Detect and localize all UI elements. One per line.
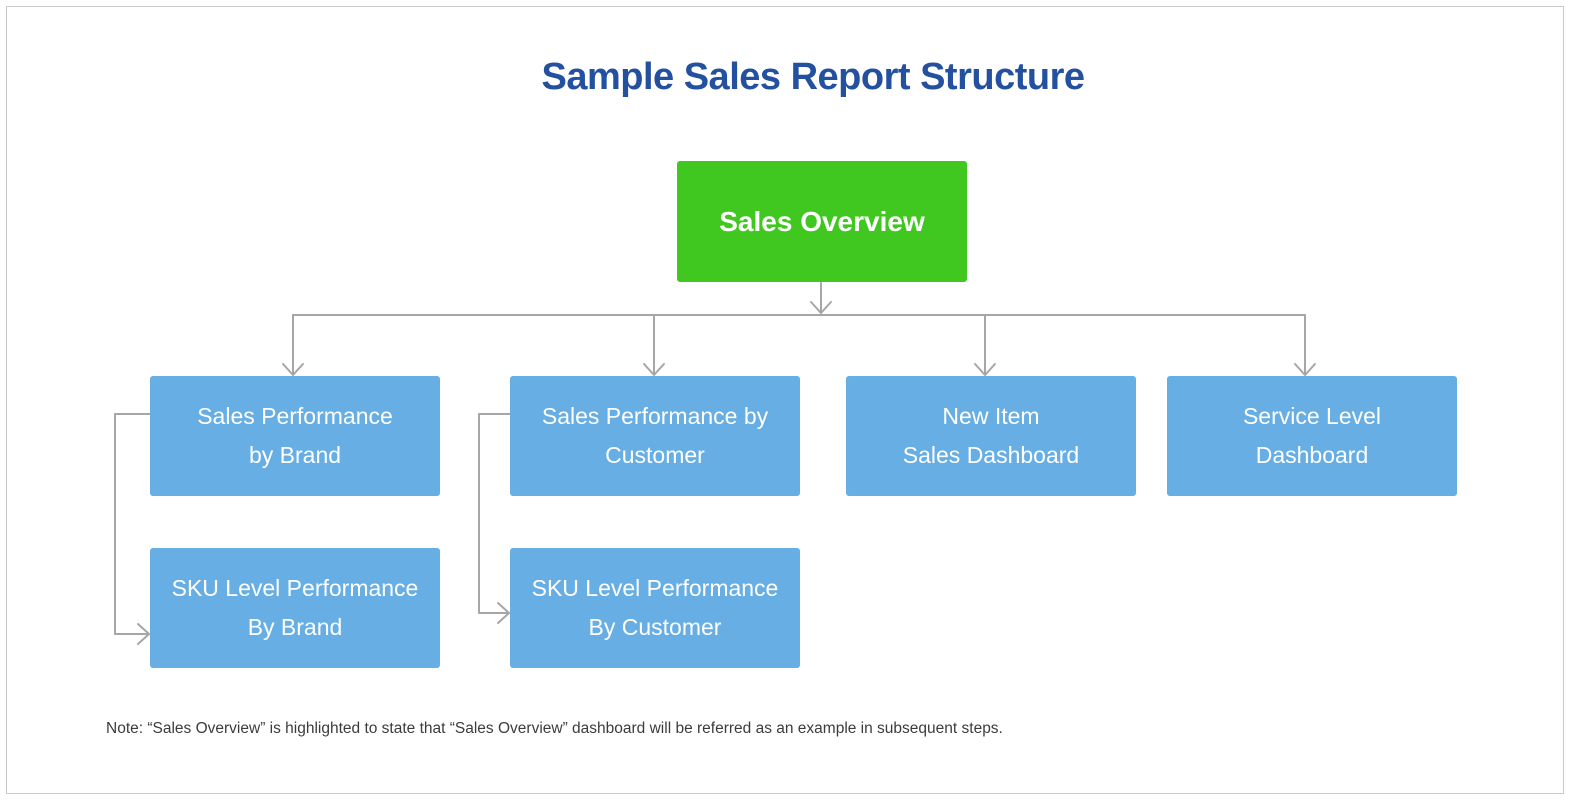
arrowhead-brand (282, 363, 304, 376)
elbow-arrowhead-brand (137, 623, 150, 645)
sku-level-performance-by-customer-box: SKU Level Performance By Customer (510, 548, 800, 668)
diagram-title: Sample Sales Report Structure (541, 56, 1085, 98)
box-label-line2: Dashboard (1255, 442, 1369, 468)
sales-overview-box: Sales Overview (677, 161, 967, 282)
root-arrowhead (810, 301, 832, 314)
box-label-line2: By Customer (588, 614, 722, 640)
sku-level-performance-by-brand-box: SKU Level Performance By Brand (150, 548, 440, 668)
box-label-line2: by Brand (248, 442, 342, 468)
box-label-line1: SKU Level Performance (171, 575, 419, 601)
service-level-dashboard-box: Service Level Dashboard (1167, 376, 1457, 496)
sales-overview-label: Sales Overview (719, 205, 925, 237)
box-label-line1: SKU Level Performance (531, 575, 779, 601)
box-label-line2: Customer (605, 442, 705, 468)
box-label-line1: Sales Performance by (541, 403, 769, 429)
footnote-text: Note: “Sales Overview” is highlighted to… (106, 720, 1003, 737)
sales-performance-by-customer-box: Sales Performance by Customer (510, 376, 800, 496)
box-label-line2: By Brand (247, 614, 343, 640)
elbow-connector-brand (114, 413, 151, 635)
box-label-line2: Sales Dashboard (902, 442, 1080, 468)
box-label-line1: New Item (942, 403, 1040, 429)
arrowhead-new-item (974, 363, 996, 376)
elbow-arrowhead-customer (497, 602, 510, 624)
box-label-line1: Service Level (1242, 403, 1382, 429)
elbow-connector-customer (478, 413, 511, 614)
arrowhead-customer (643, 363, 665, 376)
box-label-line1: Sales Performance (197, 403, 393, 429)
new-item-sales-dashboard-box: New Item Sales Dashboard (846, 376, 1136, 496)
arrowhead-service-level (1294, 363, 1316, 376)
sales-performance-by-brand-box: Sales Performance by Brand (150, 376, 440, 496)
